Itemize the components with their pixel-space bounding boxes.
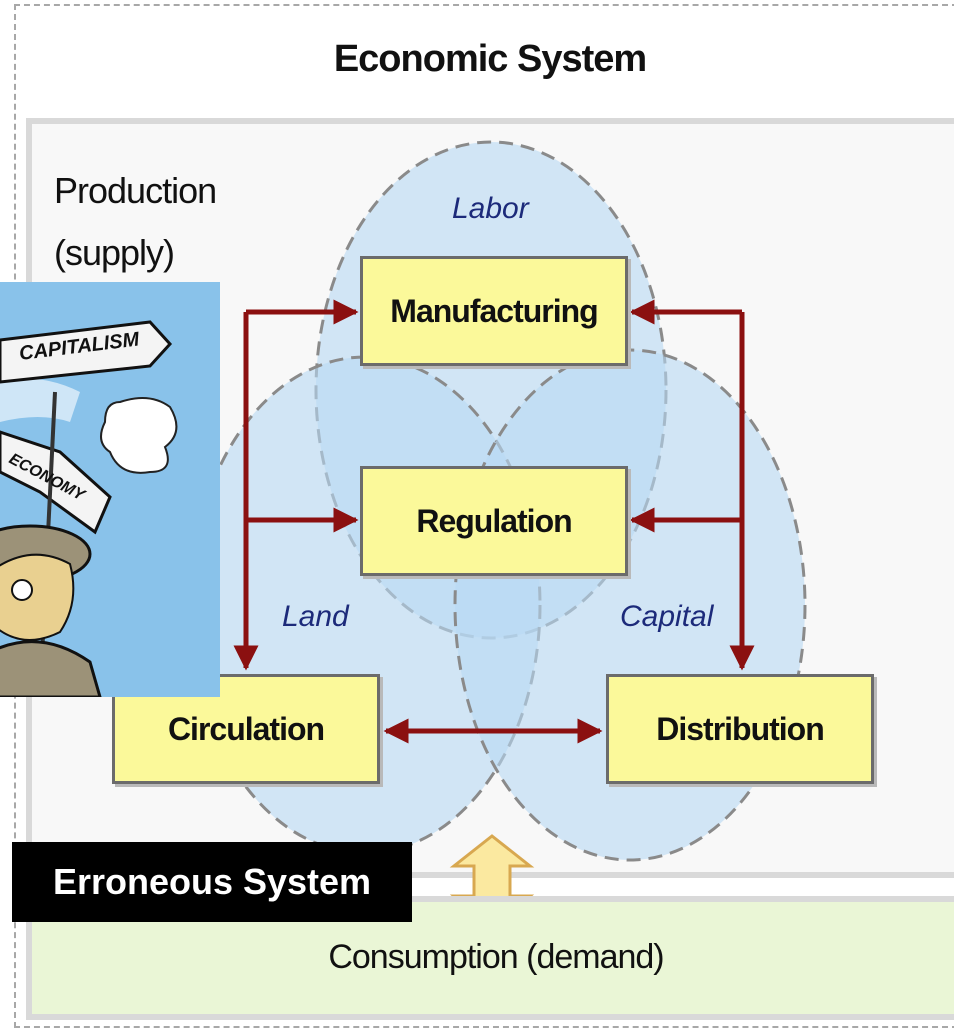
cartoon-illustration: CAPITALISM ECONOMY — [0, 282, 220, 697]
cartoon-drawing: CAPITALISM ECONOMY — [0, 320, 178, 697]
regulation-box: Regulation — [360, 466, 628, 576]
erroneous-system-banner: Erroneous System — [12, 842, 412, 922]
factor-land: Land — [282, 600, 349, 633]
distribution-box: Distribution — [606, 674, 874, 784]
factor-labor: Labor — [452, 192, 529, 225]
production-label-line1: Production — [54, 170, 217, 211]
factor-capital: Capital — [620, 600, 714, 633]
consumption-label: Consumption (demand) — [328, 938, 664, 976]
connector-arrows — [233, 299, 755, 744]
production-label-line2: (supply) — [54, 232, 175, 273]
production-label: Production (supply) — [54, 160, 217, 284]
manufacturing-box: Manufacturing — [360, 256, 628, 366]
diagram-title: Economic System — [333, 38, 647, 80]
